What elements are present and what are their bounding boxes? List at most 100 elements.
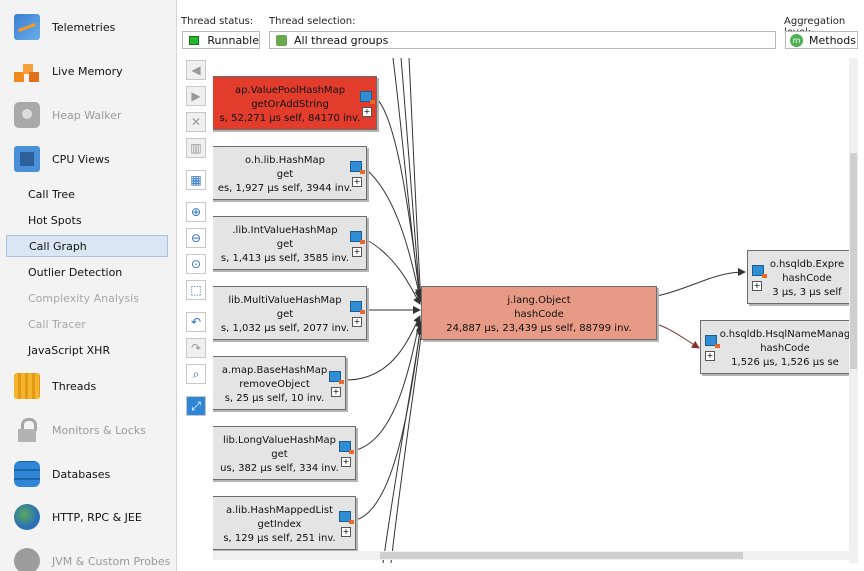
node-method-name: get <box>276 239 294 250</box>
sidebar-subitem-label: Hot Spots <box>28 213 82 227</box>
sidebar-item-label: Threads <box>52 379 97 393</box>
zoom-out-icon[interactable]: ⊖ <box>186 228 206 248</box>
sidebar-subitem-outlier-detection[interactable]: Outlier Detection <box>6 261 168 283</box>
redo-icon[interactable]: ↷ <box>186 338 206 358</box>
graph-node[interactable]: o.h.lib.HashMap get es, 1,927 µs self, 3… <box>213 146 367 200</box>
graph-node[interactable]: .lib.IntValueHashMap get s, 1,413 µs sel… <box>213 216 367 270</box>
thread-group-icon <box>276 34 287 46</box>
globe-icon <box>14 504 40 530</box>
cpu-views-icon <box>14 146 40 172</box>
expand-icon[interactable]: + <box>331 387 341 397</box>
sidebar-item-cpu-views[interactable]: CPU Views <box>0 140 176 178</box>
node-method-name: removeObject <box>239 379 310 390</box>
thread-status-select[interactable]: Runnable <box>182 31 260 49</box>
expand-icon[interactable]: + <box>341 527 351 537</box>
sidebar-subitem-label: Call Graph <box>29 239 87 253</box>
sidebar-subitem-label: JavaScript XHR <box>28 343 111 357</box>
sidebar-item-telemetries[interactable]: Telemetries <box>0 8 176 46</box>
graph-node[interactable]: a.lib.HashMappedList getIndex s, 129 µs … <box>213 496 356 550</box>
graph-node[interactable]: ap.ValuePoolHashMap getOrAddString s, 52… <box>213 76 377 130</box>
thread-selection-select[interactable]: All thread groups <box>269 31 776 49</box>
node-type-icon <box>705 335 720 348</box>
graph-node-focus[interactable]: j.lang.Object hashCode 24,887 µs, 23,439… <box>421 286 657 340</box>
expand-icon[interactable]: + <box>362 107 372 117</box>
sidebar-item-threads[interactable]: Threads <box>0 367 176 405</box>
node-class-name: o.h.lib.HashMap <box>244 155 326 166</box>
aggregation-level-value: Methods <box>809 33 856 47</box>
calculator-icon[interactable]: ▦ <box>186 170 206 190</box>
sidebar-subitem-complexity-analysis[interactable]: Complexity Analysis <box>6 287 168 309</box>
forward-icon[interactable]: ▶ <box>186 86 206 106</box>
graph-node[interactable]: a.map.BaseHashMap removeObject s, 25 µs … <box>213 356 346 410</box>
graph-node[interactable]: o.hsqldb.Expre hashCode 3 µs, 3 µs self … <box>747 250 849 304</box>
database-icon <box>14 461 40 487</box>
node-type-icon <box>350 231 365 244</box>
sidebar-item-label: Heap Walker <box>52 108 122 122</box>
sidebar-subitem-call-graph[interactable]: Call Graph <box>6 235 168 257</box>
telemetries-icon <box>14 14 40 40</box>
fit-to-window-icon[interactable]: ⬚ <box>186 280 206 300</box>
sidebar-item-label: Databases <box>52 467 111 481</box>
expand-icon[interactable]: + <box>341 457 351 467</box>
thread-status-label: Thread status: <box>181 16 254 27</box>
sidebar-subitem-hot-spots[interactable]: Hot Spots <box>6 209 168 231</box>
back-icon[interactable]: ◀ <box>186 60 206 80</box>
graph-node[interactable]: o.hsqldb.HsqlNameManag hashCode 1,526 µs… <box>700 320 849 374</box>
node-timing: 24,887 µs, 23,439 µs self, 88799 inv. <box>446 323 632 334</box>
sidebar-subitem-javascript-xhr[interactable]: JavaScript XHR <box>6 339 168 361</box>
sidebar-item-heap-walker[interactable]: Heap Walker <box>0 96 176 134</box>
expand-icon[interactable]: + <box>752 281 762 291</box>
node-timing: s, 1,032 µs self, 2077 inv. <box>220 323 350 334</box>
aggregation-level-select[interactable]: m Methods <box>785 31 858 49</box>
horizontal-scrollbar[interactable] <box>213 551 849 560</box>
sidebar-item-label: HTTP, RPC & JEE <box>52 510 142 524</box>
node-timing: s, 52,271 µs self, 84170 inv. <box>219 113 361 124</box>
sidebar-subitem-call-tree[interactable]: Call Tree <box>6 183 168 205</box>
methods-icon: m <box>790 33 803 47</box>
sidebar-item-http-rpc-jee[interactable]: HTTP, RPC & JEE <box>0 498 176 536</box>
graph-node[interactable]: lib.MultiValueHashMap get s, 1,032 µs se… <box>213 286 367 340</box>
node-class-name: o.hsqldb.HsqlNameManag <box>719 329 849 340</box>
expand-icon[interactable]: + <box>705 351 715 361</box>
node-timing: s, 25 µs self, 10 inv. <box>224 393 325 404</box>
graph-layout-icon[interactable]: ⤢ <box>186 396 206 416</box>
expand-icon[interactable]: + <box>352 317 362 327</box>
node-method-name: getIndex <box>257 519 302 530</box>
expand-icon[interactable]: + <box>352 177 362 187</box>
vertical-scrollbar[interactable] <box>849 58 858 563</box>
sidebar-subitem-call-tracer[interactable]: Call Tracer <box>6 313 168 335</box>
zoom-reset-icon[interactable]: ⊙ <box>186 254 206 274</box>
sidebar-item-databases[interactable]: Databases <box>0 455 176 493</box>
node-class-name: lib.MultiValueHashMap <box>228 295 342 306</box>
node-timing: 1,526 µs, 1,526 µs se <box>731 357 839 368</box>
sidebar-item-monitors-locks[interactable]: Monitors & Locks <box>0 411 176 449</box>
graph-node[interactable]: lib.LongValueHashMap get us, 382 µs self… <box>213 426 356 480</box>
sidebar-item-label: Monitors & Locks <box>52 423 146 437</box>
sidebar-item-live-memory[interactable]: Live Memory <box>0 52 176 90</box>
node-class-name: a.lib.HashMappedList <box>225 505 334 516</box>
node-timing: us, 382 µs self, 334 inv. <box>220 463 339 474</box>
sidebar-item-jvm-custom-probes[interactable]: JVM & Custom Probes <box>0 542 176 571</box>
horizontal-scrollbar-thumb[interactable] <box>380 552 743 559</box>
node-class-name: ap.ValuePoolHashMap <box>234 85 346 96</box>
sidebar-item-label: Telemetries <box>52 20 116 34</box>
delete-icon[interactable]: ▥ <box>186 138 206 158</box>
thread-status-value: Runnable <box>207 33 259 47</box>
node-method-name: hashCode <box>760 343 810 354</box>
node-timing: es, 1,927 µs self, 3944 inv. <box>217 183 353 194</box>
node-type-icon <box>339 441 354 454</box>
find-icon[interactable]: ⌕ <box>186 364 206 384</box>
gauge-icon <box>14 548 40 571</box>
remove-icon[interactable]: ✕ <box>186 112 206 132</box>
expand-icon[interactable]: + <box>352 247 362 257</box>
node-type-icon <box>339 511 354 524</box>
vertical-scrollbar-thumb[interactable] <box>850 153 857 369</box>
call-graph-canvas[interactable]: ap.ValuePoolHashMap getOrAddString s, 52… <box>213 58 849 563</box>
sidebar-item-label: JVM & Custom Probes <box>52 554 171 568</box>
node-method-name: get <box>276 309 294 320</box>
node-type-icon <box>329 371 344 384</box>
undo-icon[interactable]: ↶ <box>186 312 206 332</box>
node-class-name: .lib.IntValueHashMap <box>232 225 338 236</box>
zoom-in-icon[interactable]: ⊕ <box>186 202 206 222</box>
runnable-status-icon <box>189 35 200 45</box>
